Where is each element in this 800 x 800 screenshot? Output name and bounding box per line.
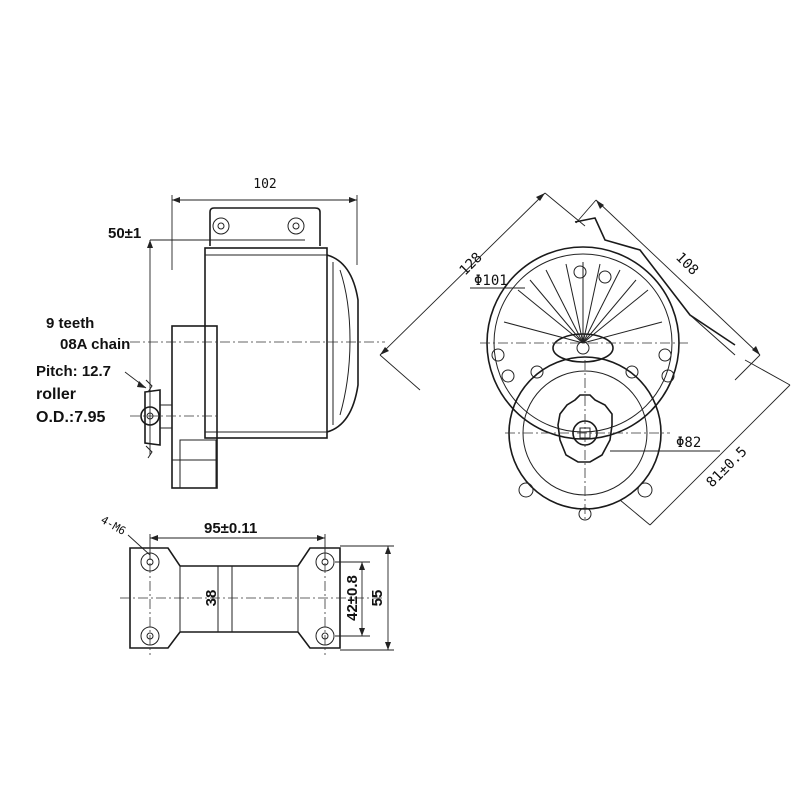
chain-pitch-label: Pitch: 12.7 [36,363,111,380]
dimension-108: 108 [672,250,701,279]
chain-type-label: 08A chain [60,336,130,353]
roller-diameter-label: O.D.:7.95 [36,409,105,426]
front-view: 128 108 81±0.5 [379,192,791,526]
dimension-102: 102 [253,177,276,192]
dimension-42: 42±0.8 [344,575,361,621]
diameter-82-label: Φ82 [676,435,701,451]
side-view: 102 50±1 [36,177,385,489]
roller-label: roller [36,386,76,403]
dimension-55: 55 [369,590,386,607]
sprocket-teeth-label: 9 teeth [46,315,94,332]
mounting-holes-label: 4-M6 [99,513,128,538]
base-view: 4-M6 95±0.11 38 42±0.8 [99,513,394,655]
dimension-38: 38 [203,590,220,607]
dimension-95: 95±0.11 [204,520,257,537]
dimension-50: 50±1 [108,225,141,242]
diameter-101-label: Φ101 [474,273,508,289]
